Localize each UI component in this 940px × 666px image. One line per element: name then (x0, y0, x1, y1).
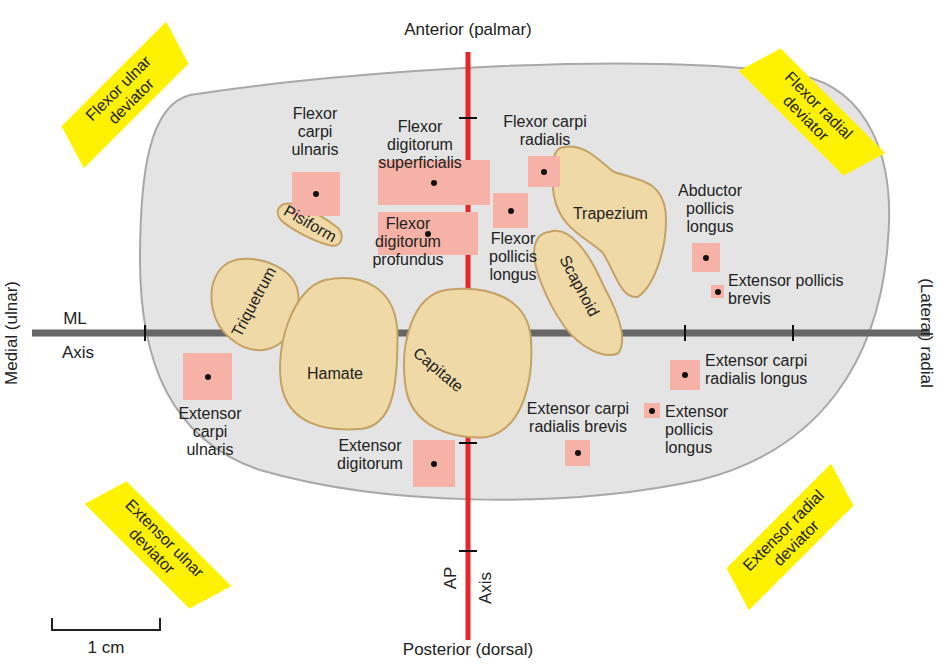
tendon-box: Extensor pollicis brevis (711, 285, 724, 298)
carpal-bone: Hamate (275, 272, 400, 432)
direction-label: (Lateral) radial (916, 278, 936, 388)
tendon-dot (649, 408, 655, 414)
tendon-box: Flexor pollicis longus (493, 193, 528, 228)
tendon-label: Flexor carpi ulnaris (284, 105, 346, 159)
tendon-box: Flexor digitorum superficialis (378, 160, 490, 205)
tendon-dot (575, 450, 581, 456)
carpal-bone: Scaphoid (530, 225, 628, 360)
axis-label: ML (63, 309, 87, 329)
tendon-box: Extensor carpi radialis brevis (565, 440, 590, 466)
tendon-dot (313, 191, 319, 197)
tendon-box: Extensor digitorum (413, 440, 455, 487)
tendon-dot (508, 208, 514, 214)
tendon-dot (205, 374, 211, 380)
tendon-label: Flexor pollicis longus (480, 230, 546, 284)
tendon-box: Extensor carpi radialis longus (670, 360, 700, 390)
axis-label: Axis (62, 343, 94, 363)
tendon-dot (431, 180, 437, 186)
tendon-label: Extensor carpi ulnaris (170, 405, 250, 459)
scale-bar (52, 618, 160, 630)
axis-label: Axis (476, 572, 496, 604)
direction-label: Medial (ulnar) (2, 281, 22, 385)
tendon-dot (715, 289, 721, 295)
tendon-dot (541, 169, 547, 175)
tendon-label: Flexor carpi radialis (490, 113, 600, 149)
tendon-label: Extensor pollicis brevis (728, 272, 853, 308)
tendon-label: Flexor digitorum profundus (358, 215, 458, 269)
band-label: Extensor ulnar deviator (106, 493, 211, 598)
bone-label: Hamate (307, 365, 363, 383)
bone-label: Trapezium (573, 205, 648, 223)
band-label: Extensor radial deviator (738, 485, 843, 590)
tendon-label: Extensor pollicis longus (665, 403, 745, 457)
direction-label: Posterior (dorsal) (403, 640, 533, 660)
tendon-dot (703, 255, 709, 261)
deviator-band: Extensor ulnar deviator (84, 471, 231, 618)
carpal-bone: Capitate (400, 285, 535, 440)
tendon-label: Extensor digitorum (325, 437, 415, 473)
bone-shape (275, 272, 400, 432)
direction-label: Anterior (palmar) (404, 20, 532, 40)
axis-label: AP (441, 567, 461, 590)
tendon-dot (431, 461, 437, 467)
tendon-box: Flexor digitorum profundus (378, 212, 478, 255)
tendon-box: Abductor pollicis longus (692, 243, 720, 272)
tendon-label: Extensor carpi radialis brevis (511, 400, 646, 436)
tendon-label: Flexor digitorum superficialis (365, 118, 475, 172)
tendon-label: Abductor pollicis longus (665, 182, 755, 236)
tendon-label: Extensor carpi radialis longus (705, 352, 840, 388)
deviator-band: Extensor radial deviator (716, 463, 863, 610)
tendon-box: Extensor pollicis longus (644, 403, 660, 418)
wrist-cross-section (140, 64, 889, 500)
tendon-box: Extensor carpi ulnaris (183, 353, 232, 400)
tendon-box: Flexor carpi radialis (528, 156, 560, 187)
scale-label: 1 cm (88, 638, 125, 658)
tendon-dot (682, 372, 688, 378)
